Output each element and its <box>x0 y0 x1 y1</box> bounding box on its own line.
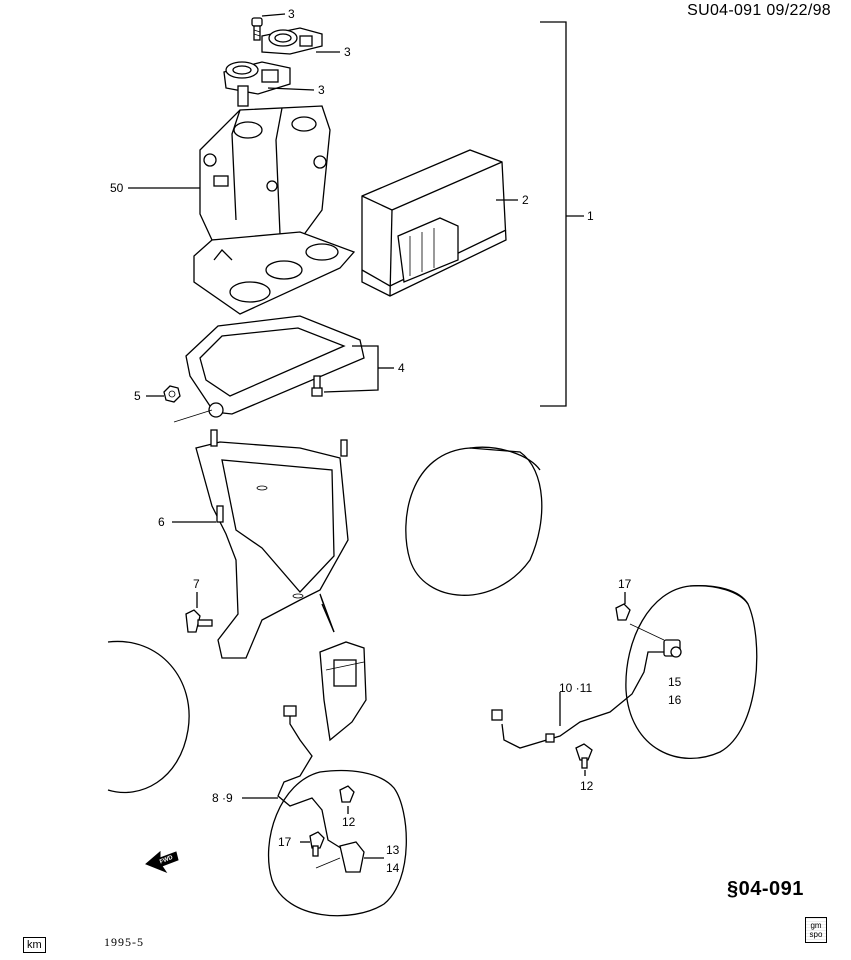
callout-4: 4 <box>398 361 405 375</box>
harness-connector-right <box>491 709 503 721</box>
callout-5: 5 <box>134 389 141 403</box>
km-box: km <box>23 937 46 953</box>
part-17-bolt-lower <box>309 831 325 857</box>
footer-date: 1995-5 <box>104 935 144 949</box>
wheel-left-partial <box>107 640 190 794</box>
callout-17-lower: 17 <box>278 835 292 849</box>
part-15-16-sensor <box>663 639 682 658</box>
part-12-bolt-front <box>339 785 355 803</box>
callout-7: 7 <box>193 577 200 591</box>
fwd-arrow-icon: FWD <box>145 850 179 874</box>
part-5-nut <box>163 385 181 403</box>
part-50-hydraulic-unit <box>193 105 356 315</box>
part-7-bolt <box>185 609 213 633</box>
wheel-upper-right <box>405 446 543 596</box>
callout-2: 2 <box>522 193 529 207</box>
harness-connector-front <box>283 705 297 717</box>
part-17-bolt-upper <box>615 603 631 621</box>
callout-14: 14 <box>386 861 400 875</box>
part-3-bolt <box>251 17 263 41</box>
callout-3-middle: 3 <box>344 45 351 59</box>
leader-arrow <box>319 593 335 633</box>
leader-lines <box>128 13 665 869</box>
part-6-mounting-bracket <box>195 429 349 659</box>
callout-15: 15 <box>668 675 682 689</box>
leader-line <box>321 603 335 633</box>
part-10-11-harness <box>501 651 664 749</box>
callout-10-11: 10 ·11 <box>559 681 592 695</box>
part-12-bolt-right <box>575 743 593 769</box>
badge-bottom: spo <box>809 930 823 939</box>
relay-module <box>319 641 367 742</box>
callout-1: 1 <box>587 209 594 223</box>
callout-16: 16 <box>668 693 682 707</box>
callout-17-upper: 17 <box>618 577 632 591</box>
callout-3-bottom: 3 <box>318 83 325 97</box>
part-8-9-harness <box>277 712 345 851</box>
callout-50: 50 <box>110 181 124 195</box>
callout-8-9: 8 ·9 <box>212 791 233 805</box>
drawing-code: SU04-091 09/22/98 <box>687 2 831 19</box>
part-3-sensor-upper <box>261 27 323 55</box>
part-3-sensor-lower <box>223 61 291 107</box>
gm-spo-badge-icon: gm spo <box>805 917 827 943</box>
section-number: §04-091 <box>727 878 804 900</box>
callout-3-top: 3 <box>288 7 295 21</box>
harness-clip <box>545 733 555 743</box>
callout-12-right: 12 <box>580 779 594 793</box>
callout-12-front: 12 <box>342 815 356 829</box>
part-2-control-module <box>361 149 507 297</box>
callout-6: 6 <box>158 515 165 529</box>
part-13-14-sensor <box>339 841 365 873</box>
wheel-bottom <box>268 769 407 917</box>
badge-top: gm <box>810 921 822 930</box>
callout-13: 13 <box>386 843 400 857</box>
wheel-right <box>625 584 758 760</box>
fwd-label: FWD <box>159 855 175 866</box>
part-4-bolt <box>311 375 323 397</box>
part-4-bracket <box>185 315 365 418</box>
